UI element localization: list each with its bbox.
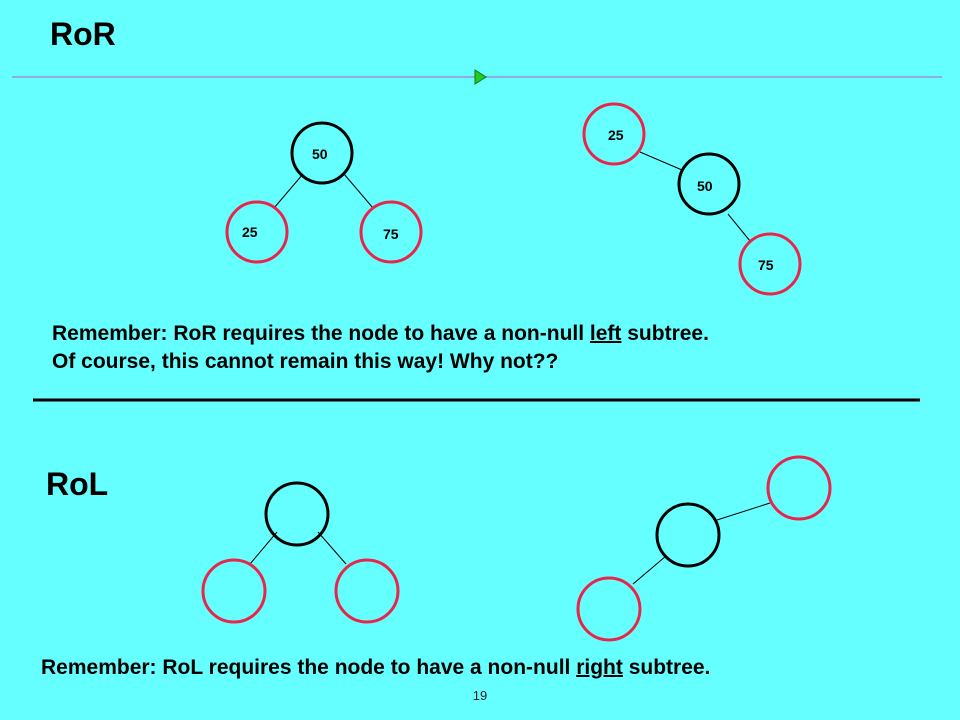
edge-50-75-after bbox=[727, 213, 751, 242]
label-top-25: 25 bbox=[608, 127, 624, 143]
play-arrow-icon bbox=[474, 69, 487, 85]
node-right-75 bbox=[359, 200, 423, 264]
node-bottom-75 bbox=[738, 232, 802, 296]
ror-note: Remember: RoR requires the node to have … bbox=[52, 320, 709, 376]
rol-node-root bbox=[264, 481, 330, 547]
ror-note-line1-start: Remember: RoR requires the node to have … bbox=[52, 322, 590, 345]
label-bottom-75: 75 bbox=[758, 257, 774, 273]
rol-node-middle bbox=[655, 502, 721, 568]
edge-25-50 bbox=[639, 151, 683, 171]
slide-number: 19 bbox=[472, 688, 488, 703]
label-left-25: 25 bbox=[242, 224, 258, 240]
rol-edge-top-middle bbox=[716, 502, 771, 521]
rol-edge-middle-bottom bbox=[632, 555, 667, 585]
edge-50-75 bbox=[343, 173, 374, 209]
node-middle-50 bbox=[677, 152, 741, 216]
rol-node-left bbox=[201, 558, 267, 624]
edge-50-25 bbox=[273, 173, 304, 209]
ror-title: RoR bbox=[50, 16, 116, 52]
label-root-50: 50 bbox=[312, 146, 328, 162]
rol-node-right bbox=[334, 558, 400, 624]
label-right-75: 75 bbox=[383, 226, 399, 242]
node-top-25 bbox=[582, 102, 646, 166]
ror-note-left-underlined: left bbox=[589, 322, 622, 345]
node-left-25 bbox=[225, 200, 289, 264]
ror-note-line1-end: subtree. bbox=[621, 322, 709, 345]
ror-note-line1: Remember: RoR requires the node to have … bbox=[52, 320, 709, 348]
rol-edge-root-right bbox=[317, 531, 347, 565]
rol-title: RoL bbox=[46, 466, 109, 502]
rol-note: Remember: RoL requires the node to have … bbox=[41, 654, 710, 682]
ror-note-line2: Of course, this cannot remain this way! … bbox=[52, 350, 559, 373]
rol-note-start: Remember: RoL requires the node to have … bbox=[41, 656, 577, 679]
rol-note-right-underlined: right bbox=[576, 656, 623, 679]
rol-edge-root-left bbox=[249, 531, 278, 565]
rol-note-end: subtree. bbox=[622, 656, 711, 679]
node-root-50 bbox=[290, 121, 354, 185]
label-middle-50: 50 bbox=[697, 178, 713, 194]
rol-node-upper bbox=[766, 455, 832, 521]
rol-node-lower bbox=[576, 576, 642, 642]
